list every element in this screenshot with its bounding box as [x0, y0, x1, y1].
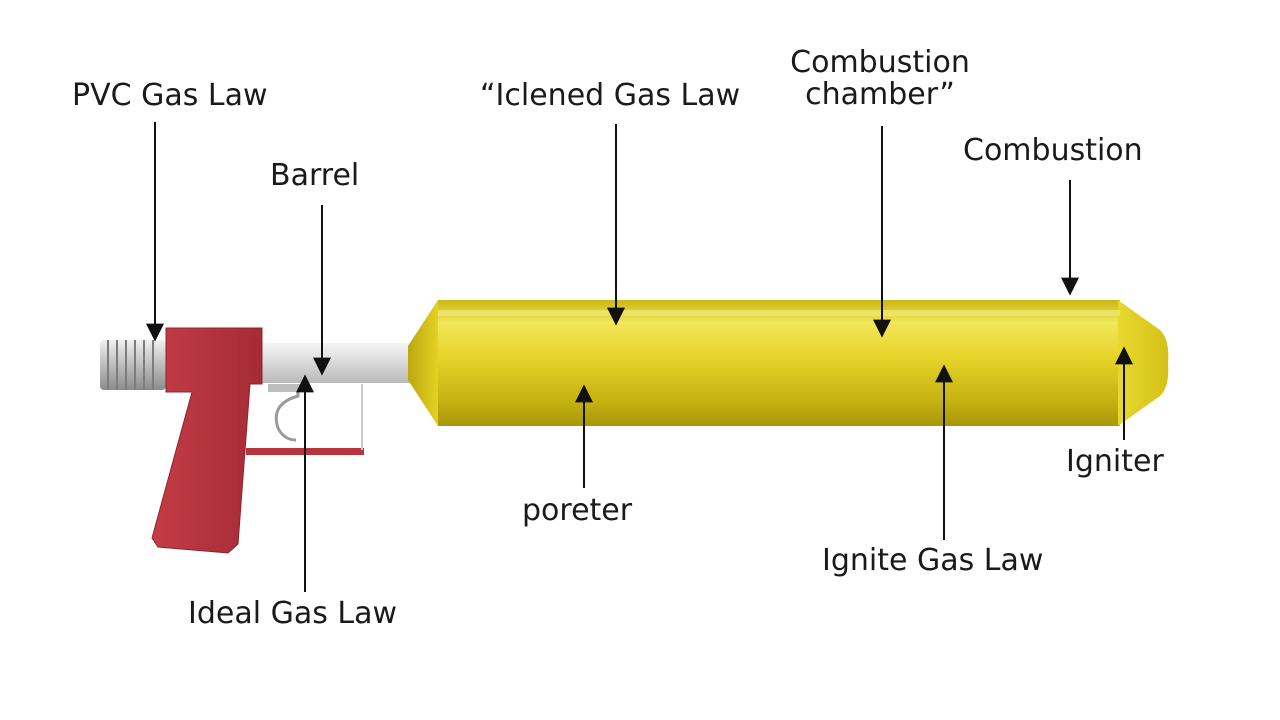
label-combustion-chamber-line2: chamber”: [805, 76, 955, 112]
label-ideal-gas-law: Ideal Gas Law: [188, 596, 398, 631]
label-pvc-gas-law: PVC Gas Law: [72, 78, 268, 113]
label-combustion-chamber-line1: Combustion: [790, 45, 970, 80]
label-barrel: Barrel: [270, 158, 360, 193]
label-ignite-gas-law: Ignite Gas Law: [822, 543, 1044, 578]
label-iclened-gas-law: “Iclened Gas Law: [480, 78, 741, 113]
threaded-end: [100, 340, 166, 390]
label-combustion: Combustion: [963, 133, 1143, 168]
combustion-chamber: [408, 300, 1169, 426]
red-handle: [151, 327, 263, 554]
label-poreter: poreter: [522, 493, 633, 528]
leader-arrows: [146, 122, 1133, 592]
barrel-tube: [255, 343, 415, 383]
label-igniter: Igniter: [1066, 444, 1164, 479]
label-combustion-chamber: Combustion chamber”: [780, 47, 980, 110]
